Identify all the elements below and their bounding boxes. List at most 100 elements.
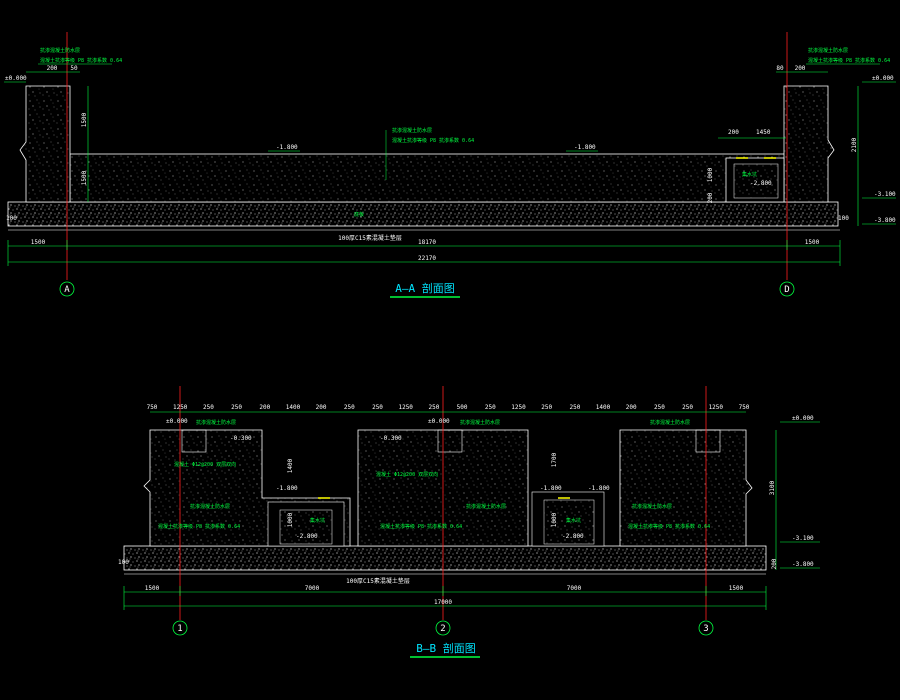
bb-top-dim: 250 (231, 404, 242, 411)
bb-base-slab (123, 545, 767, 571)
bb-chamber-1-pit-fill (279, 509, 333, 545)
bb-top-dim: 200 (316, 404, 327, 411)
aa-grid-bubble-a (59, 281, 75, 297)
aa-small-dim-200: 200 (728, 129, 739, 136)
bb-note-waterproof-mid-c: 抗渗混凝土防水层 (632, 503, 672, 510)
bb-vdim-1000-a: 1000 (287, 512, 294, 527)
bb-grid-label-3: 3 (703, 624, 708, 634)
bb-dim-7000-b: 7000 (567, 585, 582, 592)
bb-top-dim: 1250 (511, 404, 526, 411)
bb-vdim-1000-b: 1000 (551, 512, 558, 527)
aa-base-slab (7, 201, 839, 227)
aa-dim-total: 22170 (418, 255, 436, 262)
aa-sump-inner (733, 163, 779, 199)
bb-top-dim: 750 (147, 404, 158, 411)
aa-level-0-right: ±0.000 (872, 75, 894, 82)
aa-left-wall (19, 85, 71, 203)
aa-note-slab: 底板 (354, 211, 364, 218)
bb-vdim-3100: 3100 (769, 480, 776, 495)
bb-grid-bubble-1 (172, 620, 188, 636)
aa-level-minus2800: -2.800 (750, 180, 772, 187)
aa-top-dim-80: 80 (776, 65, 784, 72)
bb-top-dim: 250 (541, 404, 552, 411)
bb-top-dim: 1400 (596, 404, 611, 411)
bb-dim-7000-a: 7000 (305, 585, 320, 592)
aa-section-title: A—A 剖面图 (395, 281, 455, 295)
bb-note-waterproof-a: 抗渗混凝土防水层 (196, 419, 236, 426)
bb-level-minus1800-b: -1.800 (540, 485, 562, 492)
bb-dim-1500-left: 1500 (145, 585, 160, 592)
bb-chamber-2-pit-fill (543, 499, 595, 545)
aa-note-sump: 集水坑 (742, 171, 757, 178)
section-aa: A D 1500 18170 1500 22170 100厚C15素混凝土垫层 … (4, 32, 896, 298)
aa-note-impermeability-left: 混凝土抗渗等级 P8 抗渗系数 0.64 (40, 57, 122, 64)
aa-top-dim-200-l: 200 (47, 65, 58, 72)
bb-note-impermeability-a: 混凝土抗渗等级 P8 抗渗系数 0.64 (158, 523, 240, 530)
aa-vdim-1000: 1000 (707, 167, 714, 182)
aa-vdim-200: 200 (707, 192, 714, 203)
bb-note-waterproof-mid-b: 抗渗混凝土防水层 (466, 503, 506, 510)
bb-vdim-200: 200 (771, 558, 778, 569)
bb-level-minus1800-a: -1.800 (276, 485, 298, 492)
bb-grid-bubble-2 (435, 620, 451, 636)
bb-top-dims: 750 1250 250 250 200 1400 200 250 250 1250 250 500 2… (147, 404, 750, 411)
aa-dim-1500-left: 1500 (31, 239, 46, 246)
bb-note-impermeability-c: 混凝土抗渗等级 P8 抗渗系数 0.64 (628, 523, 710, 530)
aa-level-minus1800-l: -1.800 (276, 144, 298, 151)
bb-top-dim: 1400 (286, 404, 301, 411)
bb-level-minus300-a: -0.300 (230, 435, 252, 442)
aa-fill-body (69, 153, 786, 203)
bb-level-minus1800-c: -1.800 (588, 485, 610, 492)
bb-top-dim: 250 (485, 404, 496, 411)
aa-right-wall (783, 85, 835, 203)
aa-grid-label-d: D (784, 285, 789, 295)
section-bb: 1 2 3 750 1250 250 250 200 1400 200 250 250 1250 2… (118, 386, 820, 658)
bb-level-minus300-b: -0.300 (380, 435, 402, 442)
bb-level-minus2800-a: -2.800 (296, 533, 318, 540)
aa-vdim-100-l: 100 (6, 215, 17, 222)
bb-top-dim: 250 (428, 404, 439, 411)
aa-dim-1500-right: 1500 (805, 239, 820, 246)
bb-note-waterproof-c: 抗渗混凝土防水层 (650, 419, 690, 426)
aa-vdim-2100: 2100 (851, 137, 858, 152)
bb-dim-1500-right: 1500 (729, 585, 744, 592)
bb-level-minus2800-b: -2.800 (562, 533, 584, 540)
bb-note-rebar-a: 混凝土 Φ12@200 双层双向 (174, 461, 236, 468)
aa-note-impermeability-right: 混凝土抗渗等级 P8 抗渗系数 0.64 (808, 57, 890, 64)
aa-grid-bubble-d (779, 281, 795, 297)
bb-section-title: B—B 剖面图 (416, 641, 476, 655)
bb-top-dim: 200 (626, 404, 637, 411)
bb-top-dim: 250 (654, 404, 665, 411)
bb-top-dim: 1250 (173, 404, 188, 411)
bb-note-sump-a: 集水坑 (310, 517, 325, 524)
aa-top-dim-200-r: 200 (795, 65, 806, 72)
aa-level-0-left: ±0.000 (5, 75, 27, 82)
bb-level-0-c: ±0.000 (792, 415, 814, 422)
bb-level-minus3100: -3.100 (792, 535, 814, 542)
bb-top-dim: 750 (739, 404, 750, 411)
bb-chamber-3-well (695, 429, 721, 453)
aa-note-waterproof-right: 抗渗混凝土防水层 (808, 47, 848, 54)
bb-note-waterproof-mid-a: 抗渗混凝土防水层 (190, 503, 230, 510)
bb-grid-label-2: 2 (440, 624, 445, 634)
bb-vdim-1400: 1400 (287, 458, 294, 473)
bb-chamber-3 (619, 429, 753, 547)
aa-base-label: 100厚C15素混凝土垫层 (338, 234, 402, 242)
bb-grid-label-1: 1 (177, 624, 182, 634)
aa-note-impermeability-center: 混凝土抗渗等级 P8 抗渗系数 0.64 (392, 137, 474, 144)
aa-level-minus3800: -3.800 (874, 217, 896, 224)
aa-note-waterproof-left: 抗渗混凝土防水层 (40, 47, 80, 54)
bb-note-impermeability-b: 混凝土抗渗等级 P8 抗渗系数 0.64 (380, 523, 462, 530)
bb-top-dim: 250 (682, 404, 693, 411)
aa-level-minus3100: -3.100 (874, 191, 896, 198)
bb-top-dim: 500 (457, 404, 468, 411)
bb-vdim-100: 100 (118, 559, 129, 566)
bb-grid-bubble-3 (698, 620, 714, 636)
aa-note-waterproof-center: 抗渗混凝土防水层 (392, 127, 432, 134)
bb-chamber-2-well (437, 429, 463, 453)
bb-top-dim: 250 (372, 404, 383, 411)
aa-vdim-1500-b: 1500 (81, 170, 88, 185)
aa-level-minus1800-r: -1.800 (574, 144, 596, 151)
aa-vdim-100-r: 100 (838, 215, 849, 222)
bb-top-dim: 250 (203, 404, 214, 411)
